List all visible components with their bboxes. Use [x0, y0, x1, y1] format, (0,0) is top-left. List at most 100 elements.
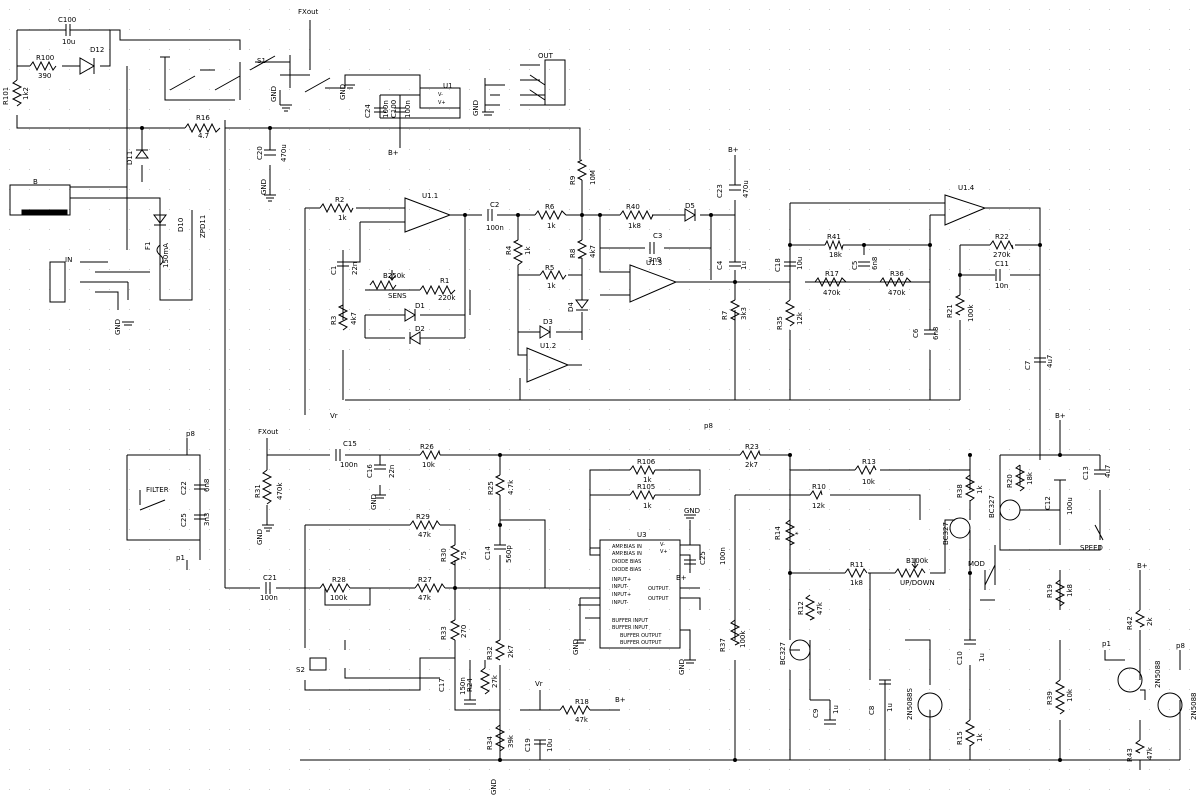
r1-ref: R1 — [440, 277, 449, 285]
r14-ref: R14 — [774, 526, 782, 540]
r2-ref: R2 — [335, 196, 344, 204]
r7-val: 3k3 — [740, 307, 748, 320]
c5-ref: C5 — [851, 261, 859, 270]
net-p1-a: p1 — [176, 554, 185, 562]
label-b: B — [33, 178, 38, 186]
r43-ref: R43 — [1126, 748, 1134, 762]
resistor-r38 — [964, 474, 976, 502]
cap-c4 — [729, 261, 741, 267]
transistor-2n5088s — [917, 692, 943, 718]
pot-sens-ref: B250k — [383, 272, 406, 280]
r29-ref: R29 — [416, 513, 430, 521]
resistor-r31 — [261, 469, 273, 505]
cap-c3 — [649, 242, 655, 254]
u3-pin-left-8: BUFFER INPUT — [612, 618, 649, 624]
c100b-ref: C100 — [390, 100, 398, 118]
jack-b-slot — [21, 209, 68, 215]
resistor-r2 — [319, 202, 354, 214]
r19-ref: R19 — [1046, 584, 1054, 598]
r39-val: 10k — [1066, 688, 1074, 702]
cap-c14 — [494, 544, 506, 550]
resistor-r100 — [29, 60, 57, 72]
c5-val: 6n8 — [871, 257, 879, 270]
r13-val: 10k — [862, 478, 876, 486]
label-mod: MOD — [968, 560, 985, 568]
c8-ref: C8 — [868, 706, 876, 715]
net-fxout-mid: FXout — [258, 428, 279, 436]
u3-pin-right-1: V+ — [660, 549, 668, 555]
gnd-label-3: GND — [339, 84, 347, 100]
gnd-symbol-7 — [374, 494, 386, 499]
r30-val: 75 — [460, 551, 468, 560]
c15-val: 100n — [340, 461, 358, 469]
gnd-symbol-6 — [122, 321, 134, 326]
q-bc327-c-ref: BC327 — [779, 642, 787, 665]
r26-val: 10k — [422, 461, 436, 469]
label-u3: U3 — [637, 531, 647, 539]
resistor-r4 — [512, 239, 524, 266]
r36-ref: R36 — [890, 270, 904, 278]
q-2n5088-a-ref: 2N5088 — [1154, 660, 1162, 688]
c25a-ref: C25 — [180, 513, 188, 527]
r16-ref: R16 — [196, 114, 210, 122]
r14-val: * — [794, 531, 802, 535]
label-u1-vplus: V+ — [438, 100, 446, 106]
resistor-r23 — [739, 449, 761, 461]
diode-d12 — [79, 57, 96, 75]
r28-val: 100k — [330, 594, 348, 602]
gnd-label-7: GND — [370, 494, 378, 510]
r106-val: 1k — [643, 476, 652, 484]
gnd-label-6: GND — [256, 529, 264, 545]
u3-pin-left-2: DIODE BIAS — [612, 559, 641, 565]
resistor-r1 — [419, 284, 456, 296]
r24-ref: R24 — [466, 678, 474, 692]
cap-c17 — [464, 699, 476, 705]
r32-ref: R32 — [486, 646, 494, 660]
r24-val: 27k — [491, 674, 499, 688]
gnd-symbol-10 — [684, 514, 696, 519]
resistor-r32 — [494, 639, 506, 661]
r27-ref: R27 — [418, 576, 432, 584]
label-u13: U1.3 — [646, 259, 662, 267]
cap-c19 — [534, 739, 546, 745]
r10-ref: R10 — [812, 483, 826, 491]
c20-ref: C20 — [256, 146, 264, 160]
c3-ref: C3 — [653, 232, 662, 240]
net-fxout-top: FXout — [298, 8, 319, 16]
r33-val: 270 — [460, 625, 468, 638]
r30-ref: R30 — [440, 548, 448, 562]
f1-ref: F1 — [144, 242, 152, 250]
gnd-label-8: GND — [572, 639, 580, 655]
resistor-labels: R100 390 R101 1k2 R16 4.7 R2 1k R3 4k7 R… — [2, 54, 1154, 762]
gnd-symbol-8 — [574, 639, 586, 644]
r9-val: 10M — [589, 170, 597, 185]
resistor-r20 — [1014, 464, 1026, 492]
c20-val: 470u — [280, 144, 288, 162]
c25b-ref: C25 — [699, 551, 707, 565]
r101-val: 1k2 — [22, 87, 30, 100]
net-vr-a: Vr — [330, 412, 338, 420]
net-bplus-e: B+ — [1137, 562, 1148, 570]
c11-val: 10n — [995, 282, 1008, 290]
resistor-r11 — [844, 567, 868, 579]
label-u1: U1 — [443, 82, 453, 90]
r100-ref: R100 — [36, 54, 54, 62]
resistor-r21 — [954, 294, 966, 316]
c13-val: 4u7 — [1104, 465, 1112, 478]
d2-ref: D2 — [415, 325, 425, 333]
r43-val: 47k — [1146, 746, 1154, 760]
transistor-2n5088-b — [1157, 692, 1183, 718]
r41-val: 18k — [829, 251, 843, 259]
resistor-r105 — [629, 489, 656, 501]
resistor-r10 — [809, 489, 823, 501]
cap-c24 — [374, 107, 386, 113]
resistor-r13 — [854, 464, 877, 476]
r4-ref: R4 — [505, 245, 513, 255]
resistor-r9 — [576, 159, 588, 181]
r12-ref: R12 — [797, 601, 805, 615]
c6-ref: C6 — [912, 328, 920, 338]
c1-ref: C1 — [330, 266, 338, 275]
r25-val: 4.7k — [507, 479, 515, 495]
r21-ref: R21 — [946, 304, 954, 318]
d12-ref: D12 — [90, 46, 104, 54]
